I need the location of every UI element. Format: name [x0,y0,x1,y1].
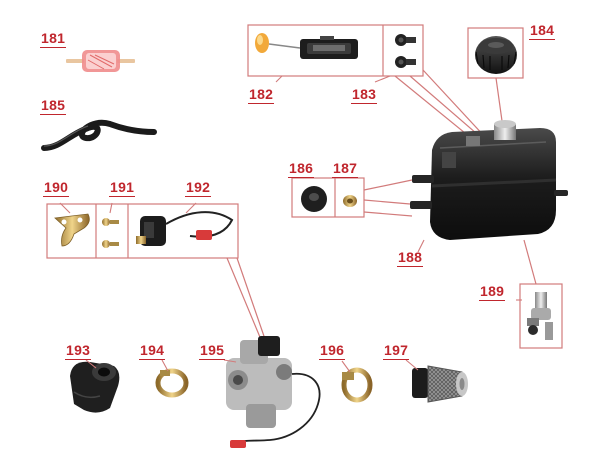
screws-part [102,218,119,248]
grommet-part [301,186,327,212]
auto-choke-part [136,211,234,246]
grommet-washer-frame [291,177,413,218]
callout-196: 196 [318,342,346,360]
choke-kit-frame [46,203,267,343]
callout-184: 184 [528,22,556,40]
callout-187: 187 [331,160,359,178]
hose-clamp-large-part [341,367,373,403]
fuel-level-sensor-part [255,33,358,59]
fuel-cap-part [467,27,524,129]
callout-190: 190 [42,179,70,197]
callout-186: 186 [287,160,315,178]
callout-191: 191 [108,179,136,197]
washer-part [343,195,357,207]
callout-181: 181 [39,30,67,48]
callout-leaders [59,75,522,373]
callout-193: 193 [64,342,92,360]
callout-185: 185 [39,97,67,115]
hose-clamp-small-part [155,368,189,398]
callout-194: 194 [138,342,166,360]
carburetor-part [226,336,321,448]
fuel-filter-part [66,50,135,72]
callout-183: 183 [350,86,378,104]
sensor-bolt-frame [247,24,487,143]
fuel-tank-part [410,120,568,285]
air-filter-part [412,365,468,403]
callout-197: 197 [382,342,410,360]
fuel-hose-part [41,119,157,151]
callout-188: 188 [396,249,424,267]
callout-189: 189 [478,283,506,301]
callout-195: 195 [198,342,226,360]
callout-192: 192 [184,179,212,197]
intake-manifold-part [70,361,120,413]
fuel-tap-part [519,283,563,349]
bracket-part [54,213,90,247]
bolts-part [395,34,416,68]
callout-182: 182 [247,86,275,104]
